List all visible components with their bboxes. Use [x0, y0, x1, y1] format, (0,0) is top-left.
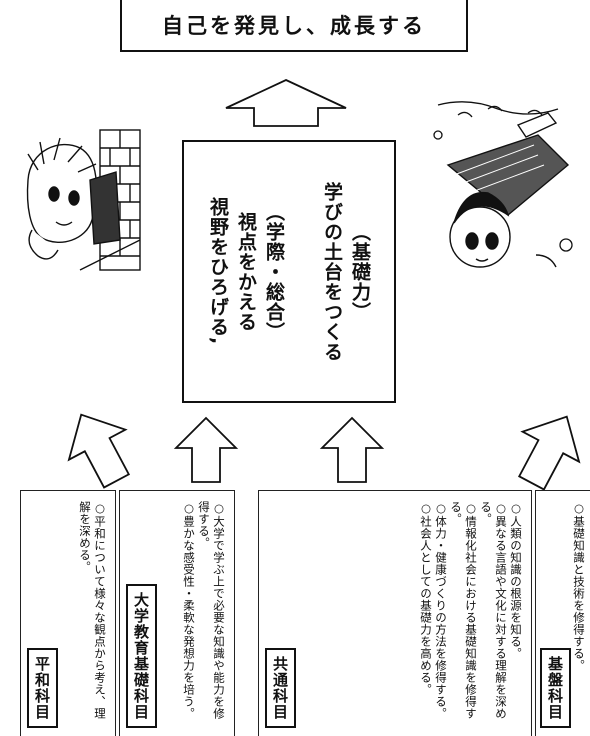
- course-title: 共通科目: [265, 648, 296, 728]
- course-item: ○基礎知識と技術を修得する。: [572, 501, 586, 672]
- course-item: ○社会人としての基礎力を高める。: [419, 501, 433, 696]
- course-box-common: ○人類の知識の根源を知る。 ○異なる言語や文化に対する理解を深める。 ○情報化社…: [258, 490, 532, 736]
- course-item: ○豊かな感受性・柔軟な発想力を培う。: [182, 501, 196, 720]
- course-item: ○異なる言語や文化に対する理解を深める。: [479, 501, 508, 720]
- center-concept-box: 視野をひろげる, 視点をかえる （学際・総合） 学びの土台をつくる （基礎力）: [182, 140, 396, 403]
- course-description: ○人類の知識の根源を知る。 ○異なる言語や文化に対する理解を深める。 ○情報化社…: [418, 501, 523, 731]
- course-item: ○大学で学ぶ上で必要な知識や能力を修得する。: [197, 501, 226, 720]
- course-title: 大学教育基礎科目: [126, 584, 157, 728]
- course-description: ○平和について様々な観点から考え、理解を深める。: [77, 501, 107, 731]
- course-description: ○大学で学ぶ上で必要な知識や能力を修得する。 ○豊かな感受性・柔軟な発想力を培う…: [181, 501, 226, 731]
- student-illustration-left: [26, 129, 141, 271]
- goal-text: 自己を発見し、成長する: [162, 14, 426, 38]
- center-line-2: 視点をかえる: [235, 211, 257, 332]
- goal-box: 自己を発見し、成長する: [120, 0, 468, 52]
- up-arrow-center-left: [173, 416, 239, 483]
- up-arrow-center-right: [319, 416, 385, 483]
- course-item: ○情報化社会における基礎知識を修得する。: [449, 501, 478, 720]
- center-column-1: 視野をひろげる,: [204, 197, 232, 345]
- course-title: 基盤科目: [540, 648, 571, 728]
- course-box-peace: ○平和について様々な観点から考え、理解を深める。 平和科目: [20, 490, 116, 736]
- center-line-4: 学びの土台をつくる: [321, 181, 343, 362]
- student-illustration-right: [433, 101, 573, 268]
- center-line-5: （基礎力）: [349, 221, 371, 322]
- center-line-1: 視野をひろげる,: [207, 197, 229, 346]
- course-box-foundation: ○基礎知識と技術を修得する。 基盤科目: [535, 490, 590, 736]
- center-column-2: 視点をかえる: [232, 212, 260, 332]
- up-arrow-right: [517, 415, 581, 491]
- course-item: ○体力・健康づくりの方法を修得する。: [434, 501, 448, 720]
- course-item: ○平和について様々な観点から考え、理解を深める。: [78, 501, 107, 720]
- course-item: ○人類の知識の根源を知る。: [509, 501, 523, 660]
- center-column-4: 学びの土台をつくる: [318, 182, 346, 362]
- course-description: ○基礎知識と技術を修得する。: [571, 501, 586, 731]
- center-column-3: （学際・総合）: [260, 202, 288, 342]
- course-box-university-basics: ○大学で学ぶ上で必要な知識や能力を修得する。 ○豊かな感受性・柔軟な発想力を培う…: [119, 490, 235, 736]
- center-column-5: （基礎力）: [346, 222, 374, 322]
- up-arrow-main: [225, 79, 347, 127]
- up-arrow-left: [67, 413, 131, 489]
- course-title: 平和科目: [27, 648, 58, 728]
- center-line-3: （学際・総合）: [263, 201, 285, 342]
